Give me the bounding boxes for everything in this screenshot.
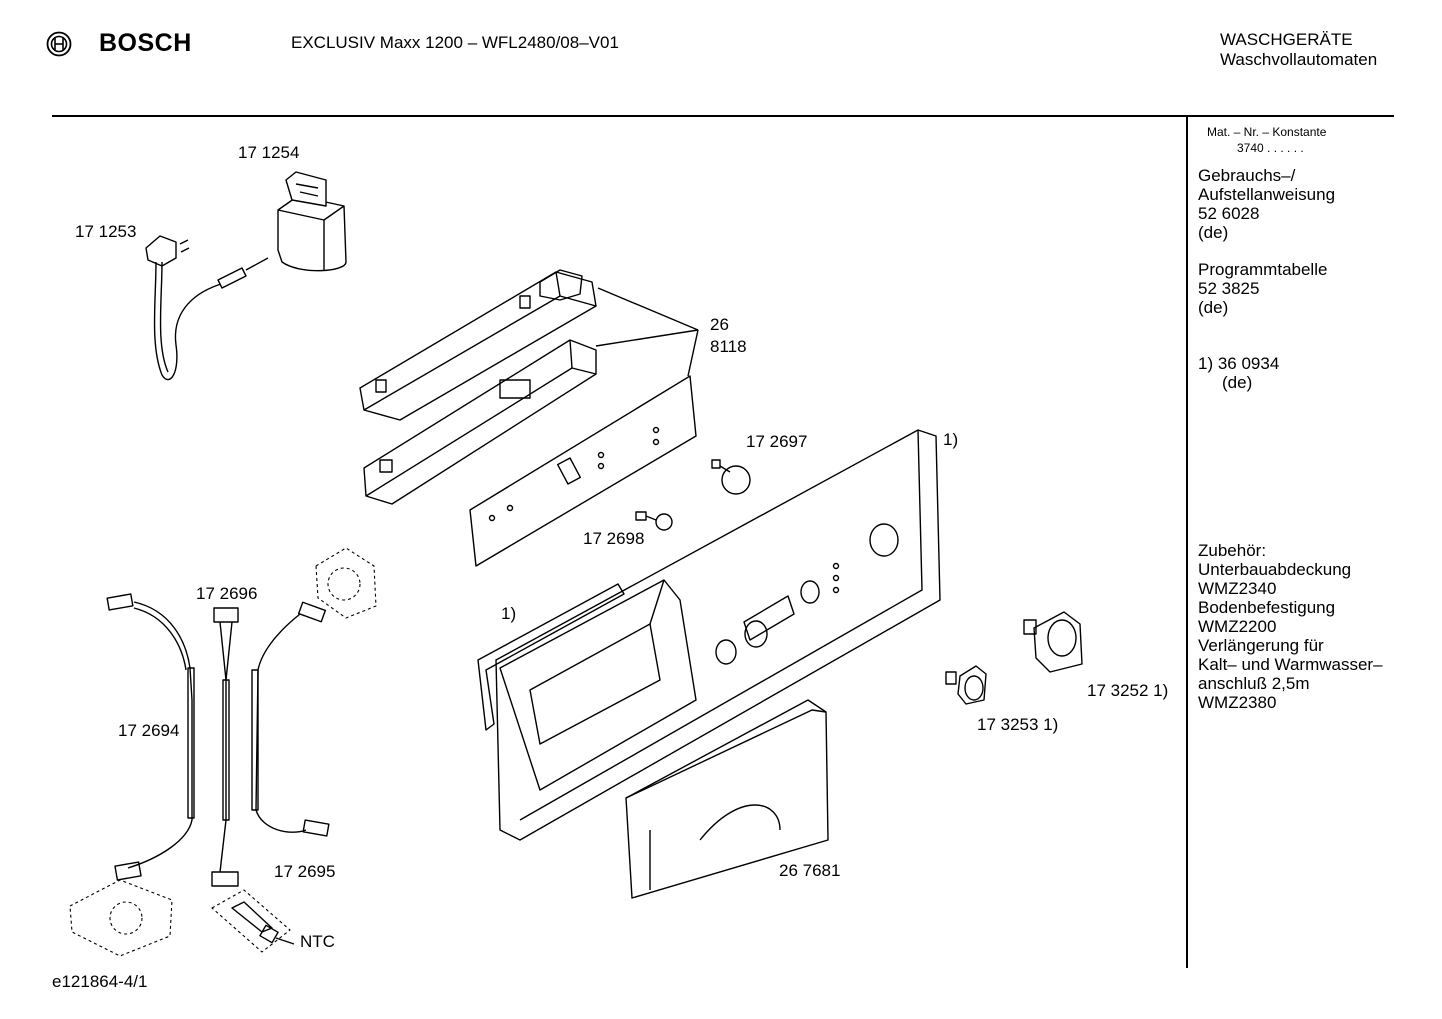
label-17-1253: 17 1253 (75, 222, 137, 241)
pump-phantom-part (69, 879, 173, 957)
accessory-line: WMZ2380 (1198, 693, 1277, 712)
ntc-sensor-part (231, 901, 295, 945)
panel-seal-part (477, 583, 625, 731)
label-17-3252: 17 3252 1) (1087, 681, 1169, 700)
motor-phantom-part (315, 547, 377, 619)
accessory-line: Bodenbefestigung (1198, 598, 1336, 617)
label-8118: 8118 (710, 337, 747, 356)
category-title: WASCHGERÄTE (1220, 30, 1353, 49)
accessory-line: Unterbauabdeckung (1198, 560, 1352, 579)
label-17-2694: 17 2694 (118, 721, 180, 740)
label-17-2698: 17 2698 (583, 529, 645, 548)
model-title: EXCLUSIV Maxx 1200 – WFL2480/08–V01 (291, 33, 619, 52)
wiring-harness-left-part (106, 593, 195, 881)
label-17-2697: 17 2697 (746, 432, 808, 451)
wiring-harness-middle-part (211, 607, 239, 887)
label-26: 26 (710, 315, 729, 334)
accessory-line: WMZ2200 (1198, 617, 1277, 636)
program-table-language: (de) (1198, 298, 1229, 317)
control-panel-part (495, 429, 941, 841)
category-subtitle: Waschvollautomaten (1220, 50, 1378, 69)
leader-line (687, 329, 699, 377)
accessory-line: WMZ2340 (1198, 579, 1277, 598)
label-note-1-top: 1) (943, 430, 959, 449)
leader-line (595, 329, 699, 347)
brand-name: BOSCH (99, 29, 192, 57)
accessory-line: Verlängerung für (1198, 636, 1324, 655)
bosch-logo-icon (46, 31, 72, 62)
label-26-7681: 26 7681 (779, 861, 841, 880)
program-table-number: 52 3825 (1198, 279, 1260, 298)
label-17-2696: 17 2696 (196, 584, 258, 603)
temperature-knob-part (945, 665, 987, 705)
filter-box-part (277, 171, 347, 272)
program-knob-part (1023, 611, 1083, 673)
circuit-board-part (469, 375, 697, 567)
drawing-id: e121864-4/1 (52, 972, 148, 991)
ntc-phantom-part (211, 889, 291, 953)
label-17-3253: 17 3253 1) (977, 715, 1059, 734)
manual-language: (de) (1198, 223, 1229, 242)
label-17-1254: 17 1254 (238, 143, 300, 162)
manual-title-line1: Gebrauchs–/ (1198, 166, 1296, 185)
accessory-line: anschluß 2,5m (1198, 674, 1310, 693)
selector-knob-part (711, 459, 751, 495)
manual-title-line2: Aufstellanweisung (1198, 185, 1336, 204)
note-number: 1) 36 0934 (1198, 354, 1280, 373)
accessory-line: Kalt– und Warmwasser– (1198, 655, 1383, 674)
label-17-2695: 17 2695 (274, 862, 336, 881)
leader-line (597, 287, 699, 331)
drawer-front-part (625, 699, 829, 899)
material-number-value: 3740 . . . . . . (1237, 141, 1304, 155)
wiring-harness-right-part (251, 601, 330, 837)
material-number-label: Mat. – Nr. – Konstante (1207, 125, 1327, 139)
manual-number: 52 6028 (1198, 204, 1260, 223)
electronic-module-upper-part (359, 269, 597, 421)
knob-shaft-part (635, 511, 673, 531)
label-ntc: NTC (300, 932, 335, 951)
label-note-1-left: 1) (501, 604, 517, 623)
program-table-title: Programmtabelle (1198, 260, 1328, 279)
note-language: (de) (1222, 373, 1253, 392)
electronic-module-lower-part (363, 339, 597, 505)
mains-cable-part (145, 235, 269, 381)
accessories-title: Zubehör: (1198, 541, 1267, 560)
